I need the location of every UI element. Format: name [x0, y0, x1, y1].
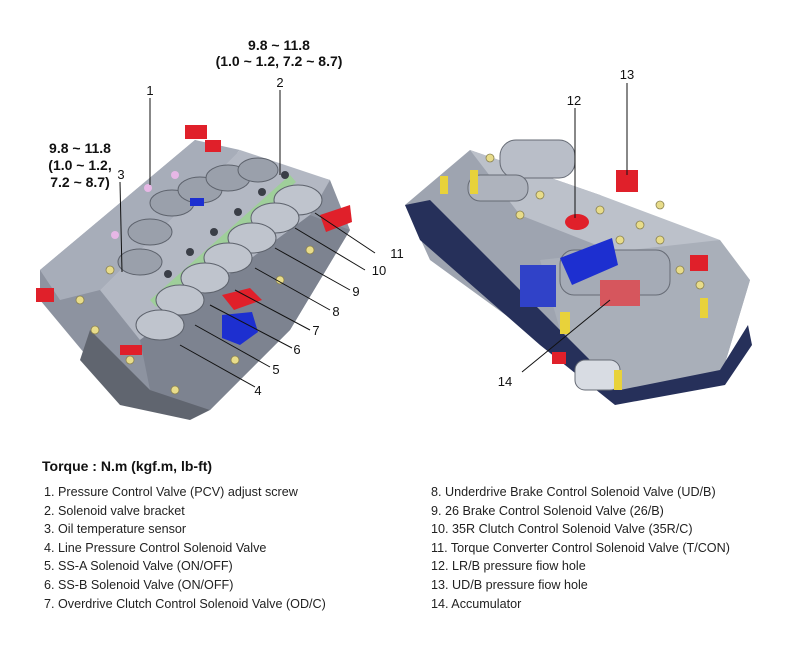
callout-10: 10 [372, 263, 386, 278]
legend-item: 4. Line Pressure Control Solenoid Valve [44, 540, 267, 555]
callout-8: 8 [332, 304, 339, 319]
callout-5: 5 [272, 362, 279, 377]
legend-item: 5. SS-A Solenoid Valve (ON/OFF) [44, 559, 233, 574]
leader-lines [119, 83, 628, 388]
torque-label-top: 9.8 ~ 11.8 (1.0 ~ 1.2, 7.2 ~ 8.7) [216, 37, 343, 69]
left-valve-body [36, 125, 352, 420]
legend-item: 8. Underdrive Brake Control Solenoid Val… [431, 485, 716, 499]
legend-item: 7. Overdrive Clutch Control Solenoid Val… [44, 596, 326, 611]
legend-item: 3. Oil temperature sensor [44, 522, 187, 537]
torque-top-line1: 9.8 ~ 11.8 [248, 37, 310, 53]
callout-14: 14 [498, 374, 512, 389]
legend-item: 9. 26 Brake Control Solenoid Valve (26/B… [431, 503, 664, 518]
legend-item: 12. LR/B pressure fiow hole [431, 559, 586, 574]
callout-1: 1 [146, 83, 153, 98]
torque-label-left: 9.8 ~ 11.8 (1.0 ~ 1.2, 7.2 ~ 8.7) [48, 140, 111, 190]
valve-body-illustration: 9.8 ~ 11.8 (1.0 ~ 1.2, 7.2 ~ 8.7) 9.8 ~ … [36, 37, 752, 420]
callout-6: 6 [293, 342, 300, 357]
callout-numbers: 1 2 3 4 5 6 7 8 9 10 11 12 13 14 [117, 67, 634, 398]
legend-right-column: 8. Underdrive Brake Control Solenoid Val… [431, 483, 730, 613]
legend-item: 11. Torque Converter Control Solenoid Va… [431, 540, 730, 555]
callout-13: 13 [620, 67, 634, 82]
torque-left-line2: (1.0 ~ 1.2, [48, 157, 111, 173]
legend-left-column: 1. Pressure Control Valve (PCV) adjust s… [44, 483, 326, 613]
callout-9: 9 [352, 284, 359, 299]
torque-top-line2: (1.0 ~ 1.2, 7.2 ~ 8.7) [216, 53, 343, 69]
legend-item: 13. UD/B pressure fiow hole [431, 577, 588, 592]
legend-item: 2. Solenoid valve bracket [44, 503, 185, 518]
legend-item: 1. Pressure Control Valve (PCV) adjust s… [44, 485, 298, 499]
legend-item: 10. 35R Clutch Control Solenoid Valve (3… [431, 522, 693, 537]
right-valve-body [405, 139, 752, 405]
callout-12: 12 [567, 93, 581, 108]
callout-3: 3 [117, 167, 124, 182]
legend-title: Torque : N.m (kgf.m, lb-ft) [42, 458, 213, 474]
callout-7: 7 [312, 323, 319, 338]
callout-4: 4 [254, 383, 261, 398]
torque-left-line1: 9.8 ~ 11.8 [49, 140, 111, 156]
callout-11: 11 [390, 246, 404, 261]
torque-left-line3: 7.2 ~ 8.7) [50, 174, 110, 190]
legend-item: 14. Accumulator [431, 596, 522, 611]
callout-2: 2 [276, 75, 283, 90]
legend-item: 6. SS-B Solenoid Valve (ON/OFF) [44, 577, 234, 592]
